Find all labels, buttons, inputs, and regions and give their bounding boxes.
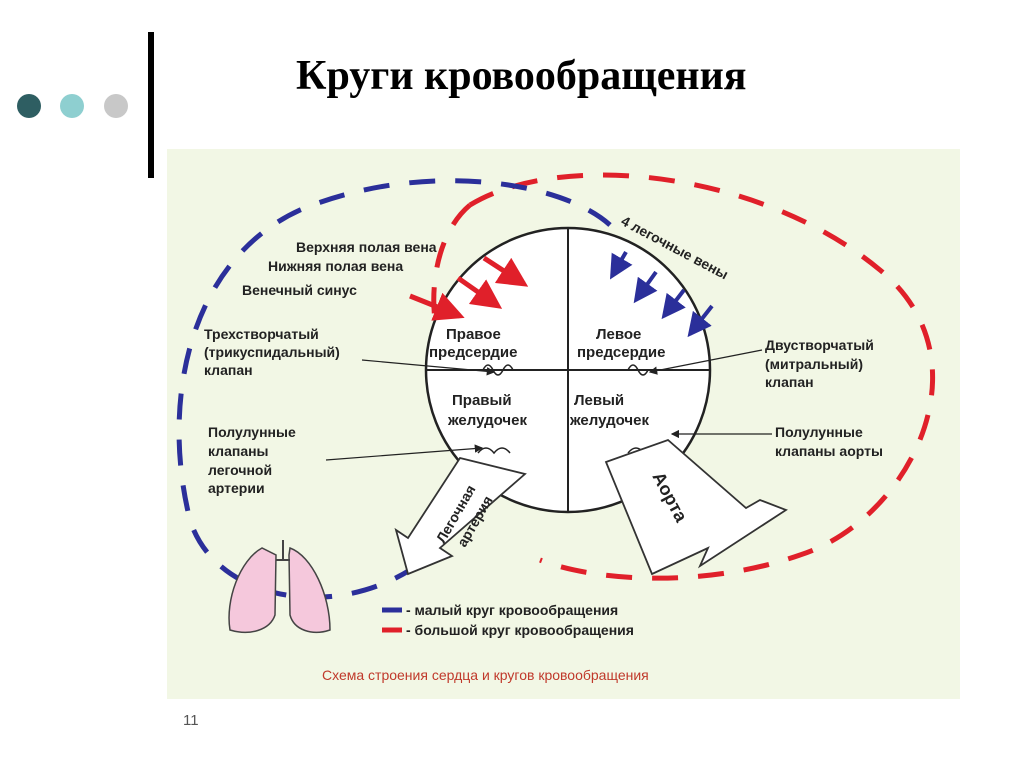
pulmonary-artery-arrow (394, 456, 527, 576)
pulmonary-semilunar-label: легочной (208, 462, 272, 478)
tricuspid-valve-icon (482, 364, 514, 376)
legend-systemic-label: - большой круг кровообращения (406, 622, 634, 638)
pulmonary-semilunar-label: клапаны (208, 443, 269, 459)
superior-vena-cava-label: Верхняя полая вена (296, 239, 437, 255)
mitral-valve-label: клапан (765, 374, 814, 390)
pulmonary-semilunar-label: Полулунные (208, 424, 296, 440)
mitral-pointer (648, 349, 763, 375)
left-atrium-label: Левое (596, 326, 641, 343)
slide-title: Круги кровообращения (296, 53, 747, 99)
legend-pulmonary-label: - малый круг кровообращения (406, 602, 618, 618)
coronary-sinus-arrow (409, 292, 465, 321)
right-atrium-label: предсердие (429, 344, 517, 361)
pulmonary-vein-arrow (609, 250, 633, 280)
inferior-vena-cava-label: Нижняя полая вена (268, 258, 403, 274)
slide-number: 11 (183, 712, 199, 729)
pulmonary-vein-arrow (687, 304, 714, 338)
circulation-diagram: Правое предсердие Левое предсердие Правы… (176, 172, 936, 683)
tricuspid-pointer (361, 359, 496, 376)
mitral-valve-label: Двустворчатый (765, 337, 874, 353)
coronary-sinus-label: Венечный синус (242, 282, 357, 298)
title-divider (148, 32, 154, 178)
left-atrium-label: предсердие (577, 344, 665, 361)
pulmonary-vein-arrow (661, 288, 686, 320)
bullet-dot-teal (60, 94, 84, 118)
left-ventricle-label: Левый (574, 392, 624, 409)
right-ventricle-label: Правый (452, 392, 512, 409)
lungs-icon (228, 540, 331, 634)
diagram-panel: Правое предсердие Левое предсердие Правы… (167, 149, 960, 699)
diagram-caption: Схема строения сердца и кругов кровообра… (322, 667, 649, 683)
pulmonary-semilunar-pointer (325, 444, 484, 461)
right-ventricle-label: желудочек (447, 412, 527, 429)
tricuspid-valve-label: (трикуспидальный) (204, 344, 340, 360)
bullet-dot-grey (104, 94, 128, 118)
mitral-valve-icon (627, 364, 649, 376)
right-atrium-label: Правое (446, 326, 501, 343)
left-ventricle-label: желудочек (569, 412, 649, 429)
superior-vena-cava-arrow (482, 255, 529, 287)
mitral-valve-label: (митральный) (765, 356, 863, 372)
bullet-dot-dark (17, 94, 41, 118)
aorta-arrow (604, 438, 788, 576)
inferior-vena-cava-arrow (456, 275, 503, 309)
pulmonary-semilunar-label: артерии (208, 480, 265, 496)
aortic-semilunar-label: Полулунные (775, 424, 863, 440)
tricuspid-valve-label: клапан (204, 362, 253, 378)
tricuspid-valve-label: Трехстворчатый (204, 326, 319, 342)
aortic-semilunar-label: клапаны аорты (775, 443, 883, 459)
systemic-circuit-loop (468, 172, 936, 581)
pulmonary-vein-arrow (633, 270, 658, 304)
